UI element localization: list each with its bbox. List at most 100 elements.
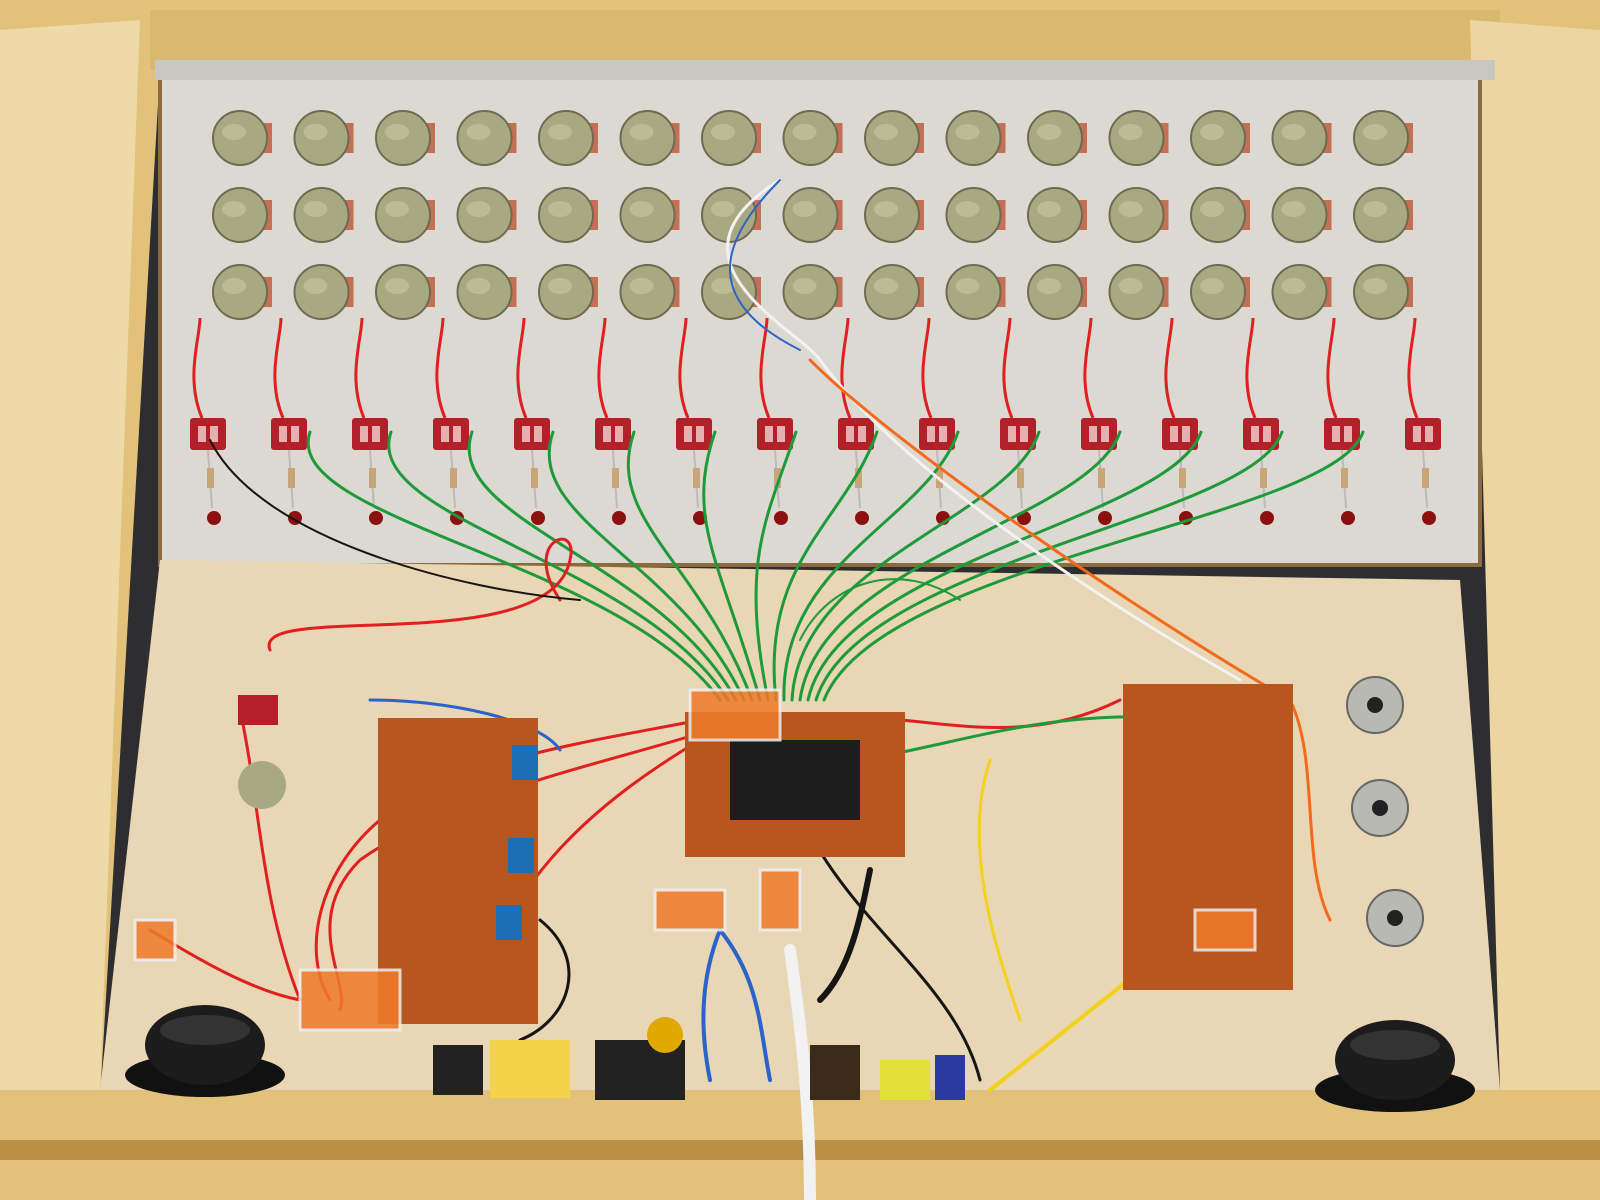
pot-highlight (792, 201, 817, 217)
resistor (369, 468, 376, 488)
wire-green (754, 430, 798, 702)
pot-highlight (1363, 278, 1387, 294)
switch-lug (1101, 426, 1109, 442)
pot-highlight (466, 201, 491, 217)
capacitor-blue (935, 1055, 965, 1100)
ic-chip (730, 740, 860, 820)
electrolytic-caps (433, 1045, 483, 1095)
wire-red (1326, 317, 1338, 419)
pot-highlight (303, 201, 328, 217)
switch-lug (777, 426, 785, 442)
pot-highlight (222, 201, 246, 217)
switch-lug (1182, 426, 1190, 442)
wago-connector (688, 688, 782, 742)
pot-highlight (385, 278, 409, 294)
resistor (288, 468, 295, 488)
potentiometer-grid (212, 110, 1413, 320)
wire-red (759, 317, 771, 419)
wire-red (1245, 317, 1257, 419)
wire-blue (729, 179, 801, 351)
switch-lug (858, 426, 866, 442)
wire-red (840, 317, 852, 419)
wago-connector (758, 868, 802, 932)
switch-lug (198, 426, 206, 442)
led (1098, 511, 1112, 525)
pot-highlight (466, 124, 491, 140)
switch-lug (279, 426, 287, 442)
wire-green (806, 430, 1203, 702)
inductor (810, 1045, 860, 1100)
resistor (1341, 468, 1348, 488)
pot-highlight (711, 278, 735, 294)
toggle-switch (190, 418, 226, 450)
pot-highlight (629, 201, 654, 217)
wire-red (1407, 317, 1419, 419)
pot-shaft (1387, 910, 1403, 926)
toggle-switch (1081, 418, 1117, 450)
pot-highlight (548, 201, 572, 217)
pot-highlight (1281, 278, 1306, 294)
switch-lug (372, 426, 380, 442)
wire-blue (718, 928, 772, 1082)
switch-lug (1425, 426, 1433, 442)
pot-shaft (1367, 697, 1383, 713)
wago-connector (653, 888, 727, 932)
components (125, 676, 1475, 1112)
resistor (693, 468, 700, 488)
resistor (450, 468, 457, 488)
pot-highlight (1200, 124, 1224, 140)
led (1341, 511, 1355, 525)
switch-lug (1020, 426, 1028, 442)
wire-red (273, 317, 285, 419)
pot-highlight (1118, 278, 1143, 294)
switch-lug (765, 426, 773, 442)
wire-green (790, 430, 1041, 702)
pot-highlight (955, 278, 980, 294)
wire-green (467, 430, 738, 702)
led (369, 511, 383, 525)
pot-highlight (711, 124, 735, 140)
varistor (647, 1017, 683, 1053)
wire-green (547, 430, 746, 702)
terminal-block (508, 838, 534, 873)
resistor (1017, 468, 1024, 488)
toggle-switch (271, 418, 307, 450)
wire-green (799, 578, 961, 641)
toggle-switch (352, 418, 388, 450)
switch-lug (684, 426, 692, 442)
pot-highlight (548, 124, 572, 140)
wire-white (726, 178, 1242, 682)
wire-green (627, 430, 754, 702)
led (774, 511, 788, 525)
wire-green (814, 430, 1284, 702)
switch-row (190, 418, 1441, 509)
pot-highlight (874, 201, 898, 217)
switch-lug (1170, 426, 1178, 442)
toggle-switch (1000, 418, 1036, 450)
wire-brown (209, 439, 581, 601)
switch-lug (1344, 426, 1352, 442)
switch-lug (291, 426, 299, 442)
switch-lug (453, 426, 461, 442)
panel-top-edge (155, 60, 1495, 80)
pot-highlight (1281, 201, 1306, 217)
switch-lug (939, 426, 947, 442)
potentiometer-volume (238, 761, 286, 809)
pot-highlight (385, 124, 409, 140)
pot-highlight (385, 201, 409, 217)
wire-green (782, 430, 960, 702)
speaker-top (160, 1015, 250, 1045)
toggle-switch (514, 418, 550, 450)
wago-connector (133, 918, 177, 962)
wire-yellow (977, 758, 1022, 1022)
pot-highlight (1281, 124, 1306, 140)
pot-highlight (792, 124, 817, 140)
pot-highlight (466, 278, 491, 294)
toggle-switch (595, 418, 631, 450)
pot-highlight (1363, 124, 1387, 140)
resistor (774, 468, 781, 488)
wire-green (772, 430, 879, 702)
pot-highlight (955, 124, 980, 140)
wire-green (702, 430, 762, 702)
